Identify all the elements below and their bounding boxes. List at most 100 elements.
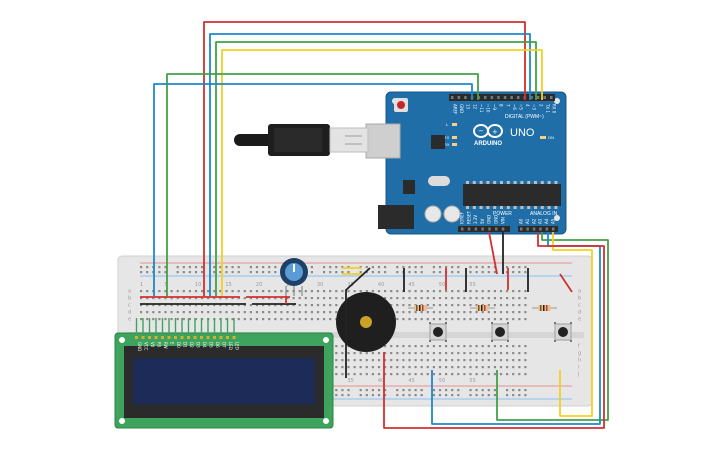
lcd-header-pins [135,318,235,336]
lcd-pin[interactable] [141,336,145,339]
analog-header[interactable] [518,226,558,232]
power-pin[interactable] [467,227,471,231]
lcd-pin[interactable] [219,336,223,339]
power-header[interactable] [458,226,510,232]
lcd-pin[interactable] [148,336,151,339]
lcd-pin-label: E [170,342,175,345]
analog-pin[interactable] [545,227,549,231]
lcd-pin[interactable] [206,336,210,339]
power-pin[interactable] [501,227,505,231]
reset-button[interactable] [394,98,408,112]
analog-pin[interactable] [532,227,536,231]
lcd-pin[interactable] [200,336,203,339]
column-label: 45 [408,378,414,384]
digital-pin[interactable] [517,96,520,99]
usb-b-jack[interactable] [365,123,401,159]
digital-pin-label: 12 [472,104,477,110]
row-label: i [578,365,579,371]
digital-pin[interactable] [530,96,533,99]
digital-label: DIGITAL (PWM~) [505,114,544,120]
resistor[interactable] [408,305,433,311]
mount-hole [554,98,560,104]
lcd-pin[interactable] [232,336,236,339]
wire-red [559,273,573,293]
column-label: 40 [378,378,384,384]
arduino-model: UNO [510,127,535,139]
row-label: e [128,317,131,323]
lcd-pin[interactable] [226,336,229,339]
led-rx-label: RX [444,142,450,147]
push-button[interactable] [491,322,509,342]
led-tx [452,136,457,139]
lcd-pin[interactable] [135,336,138,339]
digital-pin[interactable] [464,96,467,99]
lcd-pin-label: V0 [150,342,155,348]
analog-pin[interactable] [526,227,529,231]
push-button[interactable] [554,322,572,342]
digital-pin[interactable] [497,96,500,99]
power-pin[interactable] [474,227,478,231]
power-pin-label: IOREF [460,211,465,224]
analog-pin-label: A2 [531,218,536,224]
resistor[interactable] [532,305,557,311]
piezo-buzzer[interactable] [336,292,396,352]
svg-text:+: + [492,128,498,136]
digital-pin[interactable] [510,96,513,99]
lcd-pin[interactable] [180,336,184,339]
power-pin-label: VIN [500,217,505,224]
power-pin-label: GND [487,215,492,224]
lcd-pin[interactable] [187,336,190,339]
wire-green [496,232,609,421]
digital-pin[interactable] [550,96,553,99]
digital-pin[interactable] [457,96,461,99]
led-on-label: ON [548,135,554,140]
column-label: 10 [195,282,201,288]
analog-pin[interactable] [552,227,555,231]
usb-cable[interactable] [234,124,369,156]
lcd-mount-hole [323,418,329,424]
wire-blue [431,232,601,425]
row-label: g [578,351,581,357]
lcd-pin[interactable] [154,336,158,339]
digital-pin[interactable] [543,96,546,99]
resistor[interactable] [470,305,495,311]
led-on [540,136,546,139]
power-pin[interactable] [461,227,464,231]
row-label: b [578,296,581,302]
lcd-pin[interactable] [161,336,164,339]
led-tx-label: TX [444,135,449,140]
analog-pin[interactable] [539,227,542,231]
lcd-pin-label: VCC [144,342,149,351]
dc-power-jack[interactable] [378,205,414,229]
lcd-pin-label: LED [228,342,233,350]
lcd-pin-label: RW [163,342,168,349]
potentiometer[interactable] [280,258,308,296]
lcd-screen [133,358,315,404]
lcd-pin[interactable] [213,336,216,339]
analog-pin[interactable] [520,227,523,231]
digital-pin[interactable] [490,96,494,99]
analog-pin-label: A0 [519,218,524,224]
power-pin[interactable] [495,227,498,231]
digital-pin[interactable] [503,96,507,99]
power-pin[interactable] [488,227,491,231]
power-pin[interactable] [481,227,484,231]
column-label: 35 [347,378,353,384]
digital-pin[interactable] [484,96,487,99]
push-button[interactable] [429,322,447,342]
digital-pin-label: 7 [505,104,510,107]
digital-pin[interactable] [536,96,540,99]
digital-pin-label: ~9 [492,104,497,110]
lcd-pin[interactable] [174,336,177,339]
row-label: h [578,358,581,364]
lcd-pin[interactable] [167,336,171,339]
digital-pin-label: ~6 [512,104,517,110]
power-pin-label: 5V [480,218,485,224]
digital-pin[interactable] [451,96,454,99]
lcd-pin[interactable] [193,336,197,339]
digital-header[interactable] [449,94,555,101]
wire-blue [153,83,473,296]
